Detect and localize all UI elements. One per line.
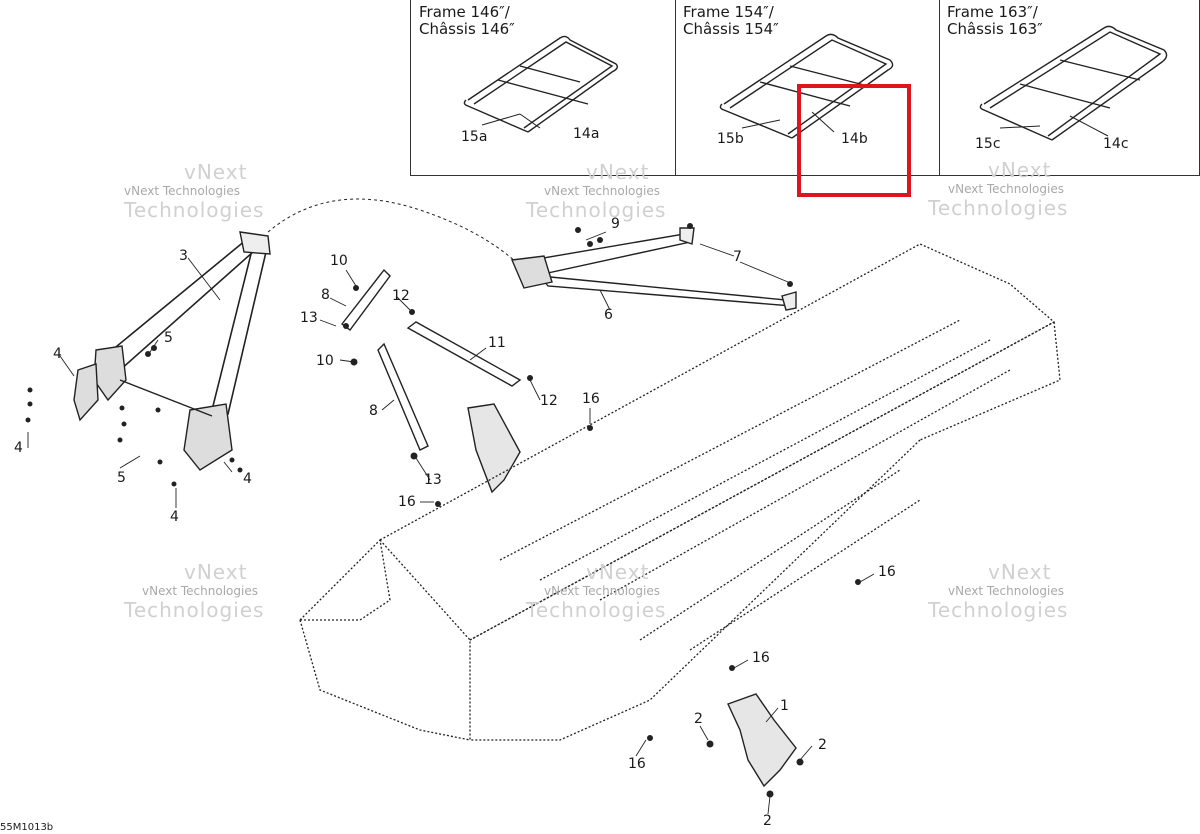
watermark-line2: Technologies — [526, 198, 667, 222]
callout-16: 16 — [398, 494, 416, 510]
callout-14c: 14c — [1103, 136, 1129, 152]
frame-163-title: Frame 163″/ Châssis 163″ — [947, 3, 1043, 38]
watermark-top: vNext — [988, 158, 1052, 182]
callout-13: 13 — [424, 472, 442, 488]
callout-5: 5 — [117, 470, 126, 486]
callout-8: 8 — [321, 287, 330, 303]
watermark-line1: vNext Technologies — [544, 184, 660, 198]
callout-15a: 15a — [461, 129, 488, 145]
callout-10: 10 — [316, 353, 334, 369]
callout-14b: 14b — [841, 131, 868, 147]
callout-2: 2 — [763, 813, 772, 829]
frame-163-cell: Frame 163″/ Châssis 163″ 15c 14c — [939, 0, 1200, 175]
callout-12: 12 — [540, 393, 558, 409]
watermark-top: vNext — [586, 560, 650, 584]
callout-2: 2 — [818, 737, 827, 753]
callout-13: 13 — [300, 310, 318, 326]
frame-146-title: Frame 146″/ Châssis 146″ — [419, 3, 515, 38]
watermark: vNext vNext Technologies Technologies — [928, 560, 1068, 622]
callout-6: 6 — [604, 307, 613, 323]
watermark-top: vNext — [184, 560, 248, 584]
callout-4: 4 — [14, 440, 23, 456]
watermark-line1: vNext Technologies — [124, 184, 240, 198]
watermark-line1: vNext Technologies — [142, 584, 258, 598]
watermark: vNext vNext Technologies Technologies — [124, 160, 264, 222]
watermark: vNext vNext Technologies Technologies — [124, 560, 264, 622]
callout-2: 2 — [694, 711, 703, 727]
watermark-line2: Technologies — [526, 598, 667, 622]
callout-1: 1 — [780, 698, 789, 714]
watermark-line2: Technologies — [124, 198, 265, 222]
highlight-box-14b — [797, 84, 911, 197]
watermark: vNext vNext Technologies Technologies — [928, 158, 1068, 220]
callout-8: 8 — [369, 403, 378, 419]
watermark-line1: vNext Technologies — [948, 182, 1064, 196]
callout-16: 16 — [582, 391, 600, 407]
short-rod-icon — [341, 268, 391, 331]
bracket-icon — [467, 403, 521, 494]
callout-15b: 15b — [717, 131, 744, 147]
watermark-top: vNext — [988, 560, 1052, 584]
diagram-code: 55M1013b — [0, 822, 54, 833]
callout-4: 4 — [53, 346, 62, 362]
front-a-frame-icon — [73, 231, 271, 471]
engine-mount-bracket-icon — [727, 693, 797, 788]
frame-variants-panel: Frame 146″/ Châssis 146″ 15a 14a Frame 1… — [410, 0, 1200, 176]
frame-154-title: Frame 154″/ Châssis 154″ — [683, 3, 779, 38]
rail-163-icon — [979, 25, 1168, 141]
callout-16: 16 — [878, 564, 896, 580]
watermark-line1: vNext Technologies — [948, 584, 1064, 598]
watermark: vNext vNext Technologies Technologies — [526, 160, 666, 222]
callout-15c: 15c — [975, 136, 1001, 152]
watermark-top: vNext — [586, 160, 650, 184]
rail-146-icon — [463, 35, 619, 133]
callout-11: 11 — [488, 335, 506, 351]
watermark-line2: Technologies — [124, 598, 265, 622]
long-rod-icon — [377, 342, 429, 451]
watermark: vNext vNext Technologies Technologies — [526, 560, 666, 622]
callout-16: 16 — [628, 756, 646, 772]
callout-3: 3 — [179, 248, 188, 264]
callout-7: 7 — [733, 249, 742, 265]
frame-154-cell: Frame 154″/ Châssis 154″ 15b 14b — [675, 0, 940, 175]
callout-14a: 14a — [573, 126, 600, 142]
frame-146-cell: Frame 146″/ Châssis 146″ 15a 14a — [411, 0, 676, 175]
callout-4: 4 — [243, 471, 252, 487]
watermark-line2: Technologies — [928, 598, 1069, 622]
cross-bar-icon — [406, 321, 522, 387]
watermark-top: vNext — [184, 160, 248, 184]
callout-9: 9 — [611, 216, 620, 232]
callout-4: 4 — [170, 509, 179, 525]
watermark-line2: Technologies — [928, 196, 1069, 220]
watermark-line1: vNext Technologies — [544, 584, 660, 598]
callout-5: 5 — [164, 330, 173, 346]
rail-154-icon — [719, 33, 894, 139]
upper-column-support-icon — [510, 227, 797, 311]
tunnel-chassis-icon — [298, 243, 1061, 741]
callout-16: 16 — [752, 650, 770, 666]
callout-10: 10 — [330, 253, 348, 269]
callout-12: 12 — [392, 288, 410, 304]
